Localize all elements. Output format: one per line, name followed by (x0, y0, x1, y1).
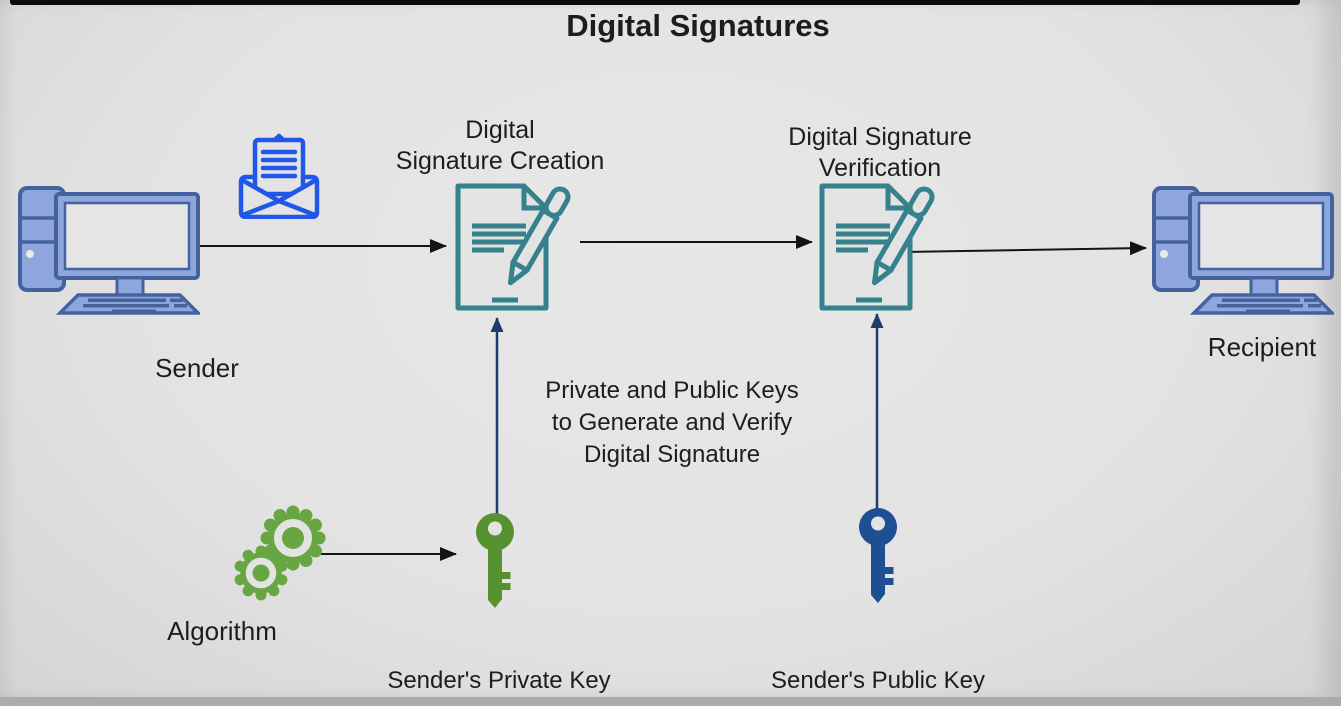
signature-creation-document-icon (455, 183, 571, 311)
top-border-strip (10, 0, 1300, 5)
signature-verification-document-icon (819, 183, 935, 311)
sender-computer-icon (18, 186, 200, 315)
arrow-verification-to-recipient (902, 241, 1147, 256)
sender-label: Sender (155, 353, 239, 383)
algorithm-gears-icon (234, 505, 326, 601)
public-key-label: Sender's Public Key (770, 667, 986, 694)
keys-annotation-line3: Digital Signature (583, 441, 761, 468)
verification-label: Digital Signature Verification (788, 122, 971, 184)
public-key-icon (859, 508, 897, 603)
message-envelope-icon (238, 133, 320, 219)
verification-label-line2: Verification (818, 154, 942, 182)
creation-label-line2: Signature Creation (395, 147, 605, 175)
keys-annotation-line1: Private and Public Keys (545, 377, 799, 404)
private-key-icon (476, 513, 514, 608)
recipient-label: Recipient (1207, 332, 1317, 362)
keys-annotation: Private and Public Keys to Generate and … (545, 375, 798, 471)
algorithm-label: Algorithm (167, 616, 277, 646)
diagram-title: Digital Signatures (566, 8, 830, 43)
keys-annotation-line2: to Generate and Verify (551, 409, 793, 436)
private-key-label: Sender's Private Key (387, 667, 611, 694)
creation-label: Digital Signature Creation (396, 115, 604, 177)
recipient-computer-icon (1152, 186, 1334, 315)
bottom-border-strip (0, 697, 1341, 706)
verification-label-line1: Digital Signature (788, 123, 972, 151)
creation-label-line1: Digital (465, 116, 535, 144)
